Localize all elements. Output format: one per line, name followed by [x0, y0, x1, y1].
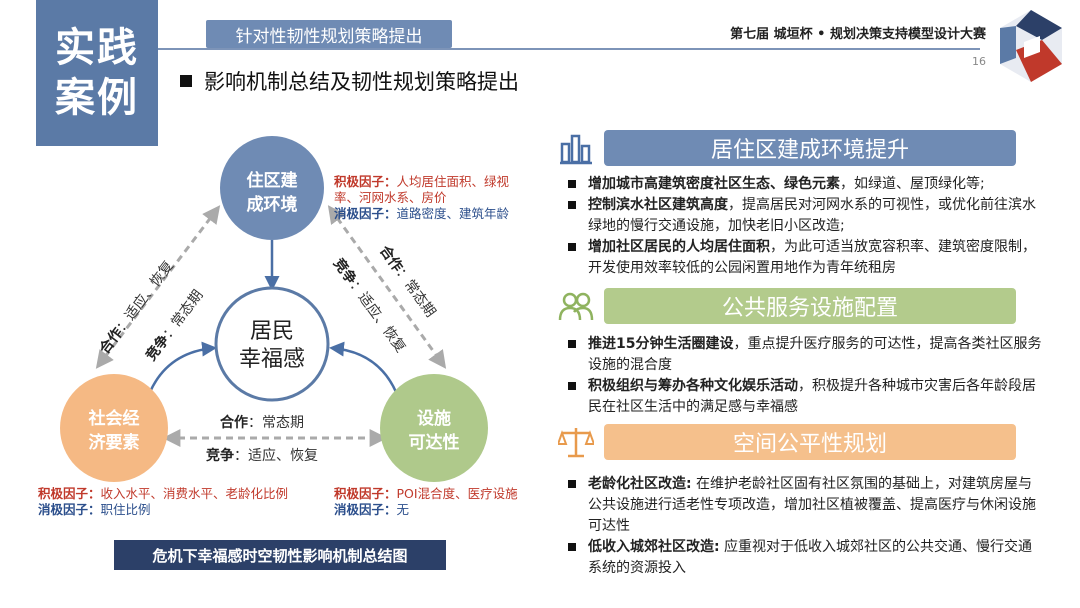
node-facility-access	[380, 374, 488, 482]
node-top-line2: 成环境	[247, 194, 298, 215]
list-item: 老龄化社区改造: 在维护老龄社区固有社区氛围的基础上，对建筑房屋与公共设施进行适…	[568, 474, 1044, 537]
strategy-3-title: 空间公平性规划	[604, 424, 1016, 460]
factor-top-pos-value: 人均居住面积、绿视率、河网水系、房价	[334, 174, 510, 205]
diagram-caption: 危机下幸福感时空韧性影响机制总结图	[114, 540, 446, 570]
node-socioeconomic	[60, 374, 168, 482]
case-label-line1: 实践	[55, 25, 139, 71]
list-item: 积极组织与筹办各种文化娱乐活动，积极提升各种城市灾害后各年龄段居民在社区生活中的…	[568, 376, 1044, 418]
factor-left-pos-label: 积极因子：	[38, 486, 101, 501]
subtitle-text: 影响机制总结及韧性规划策略提出	[204, 70, 519, 94]
factor-right-pos-value: POI混合度、医疗设施	[396, 486, 518, 501]
factor-top-neg-label: 消极因子：	[334, 206, 397, 221]
factor-top-pos-label: 积极因子：	[334, 174, 397, 189]
factor-right-neg-label: 消极因子：	[334, 502, 397, 517]
list-item: 推进15分钟生活圈建设，重点提升医疗服务的可达性，提高各类社区服务设施的混合度	[568, 334, 1044, 376]
label-bottom-coop: 合作：常态期	[220, 414, 304, 431]
node-left-line1: 社会经	[88, 408, 140, 429]
node-right-line2: 可达性	[409, 432, 460, 453]
label-bottom-comp: 竞争：适应、恢复	[206, 447, 318, 464]
node-resident-happiness	[214, 286, 330, 402]
factor-left-neg-label: 消极因子：	[38, 502, 101, 517]
factor-top-neg-value: 道路密度、建筑年龄	[396, 206, 510, 221]
factor-right-pos-label: 积极因子：	[334, 486, 397, 501]
node-left-line2: 济要素	[89, 432, 140, 453]
logo-icon	[1000, 10, 1062, 82]
node-built-environment	[220, 136, 324, 240]
label-right-top-coop: 合作：常态期	[376, 242, 439, 320]
factor-right-neg-value: 无	[396, 502, 410, 517]
case-label-line2: 案例	[55, 75, 139, 121]
list-item: 控制滨水社区建筑高度，提高居民对河网水系的可视性，或优化前往滨水绿地的慢行交通设…	[568, 195, 1044, 237]
scales-icon	[558, 428, 594, 458]
strategy-2-list: 推进15分钟生活圈建设，重点提升医疗服务的可达性，提高各类社区服务设施的混合度 …	[568, 334, 1044, 418]
slide-subtitle: 影响机制总结及韧性规划策略提出	[180, 66, 519, 96]
mechanism-diagram: 住区建 成环境 居民 幸福感 社会经 济要素 设施 可达性 合作：适应、恢复 竞…	[60, 136, 488, 482]
header-divider	[158, 48, 980, 50]
list-item: 增加城市高建筑密度社区生态、绿色元素，如绿道、屋顶绿化等;	[568, 174, 1044, 195]
node-right-line1: 设施	[417, 408, 451, 429]
page-number: 16	[972, 55, 986, 68]
strategy-3-list: 老龄化社区改造: 在维护老龄社区固有社区氛围的基础上，对建筑房屋与公共设施进行适…	[568, 474, 1044, 579]
factor-right: 积极因子：POI混合度、医疗设施 消极因子：无	[334, 486, 554, 518]
case-label-box: 实践 案例	[36, 0, 158, 146]
strategy-1-title: 居住区建成环境提升	[604, 130, 1016, 166]
square-bullet-icon	[180, 75, 192, 87]
arrow-right-to-center	[329, 341, 398, 393]
people-icon	[558, 292, 594, 321]
contest-title: 第七届 城垣杯 • 规划决策支持模型设计大赛	[730, 27, 986, 42]
edge-left-top	[95, 205, 221, 369]
list-item: 低收入城郊社区改造: 应重视对于低收入城郊社区的公共交通、慢行交通系统的资源投入	[568, 537, 1044, 579]
node-center-line2: 幸福感	[239, 347, 305, 372]
svg-text:合作：常态期: 合作：常态期	[376, 242, 439, 320]
strategy-1-list: 增加城市高建筑密度社区生态、绿色元素，如绿道、屋顶绿化等; 控制滨水社区建筑高度…	[568, 174, 1044, 279]
node-center-line1: 居民	[250, 319, 294, 344]
list-item: 增加社区居民的人均居住面积，为此可适当放宽容积率、建筑密度限制，开发使用效率较低…	[568, 237, 1044, 279]
factor-left-pos-value: 收入水平、消费水平、老龄化比例	[100, 486, 289, 501]
section-tab: 针对性韧性规划策略提出	[206, 20, 452, 48]
arrow-left-to-center	[148, 341, 217, 393]
node-top-line1: 住区建	[247, 170, 298, 191]
factor-top: 积极因子：人均居住面积、绿视率、河网水系、房价 消极因子：道路密度、建筑年龄	[334, 174, 534, 222]
factor-left-neg-value: 职住比例	[100, 502, 151, 517]
strategy-2-title: 公共服务设施配置	[604, 288, 1016, 324]
edge-right-top	[327, 205, 447, 369]
factor-left: 积极因子：收入水平、消费水平、老龄化比例 消极因子：职住比例	[38, 486, 328, 518]
building-chart-icon	[560, 134, 592, 165]
